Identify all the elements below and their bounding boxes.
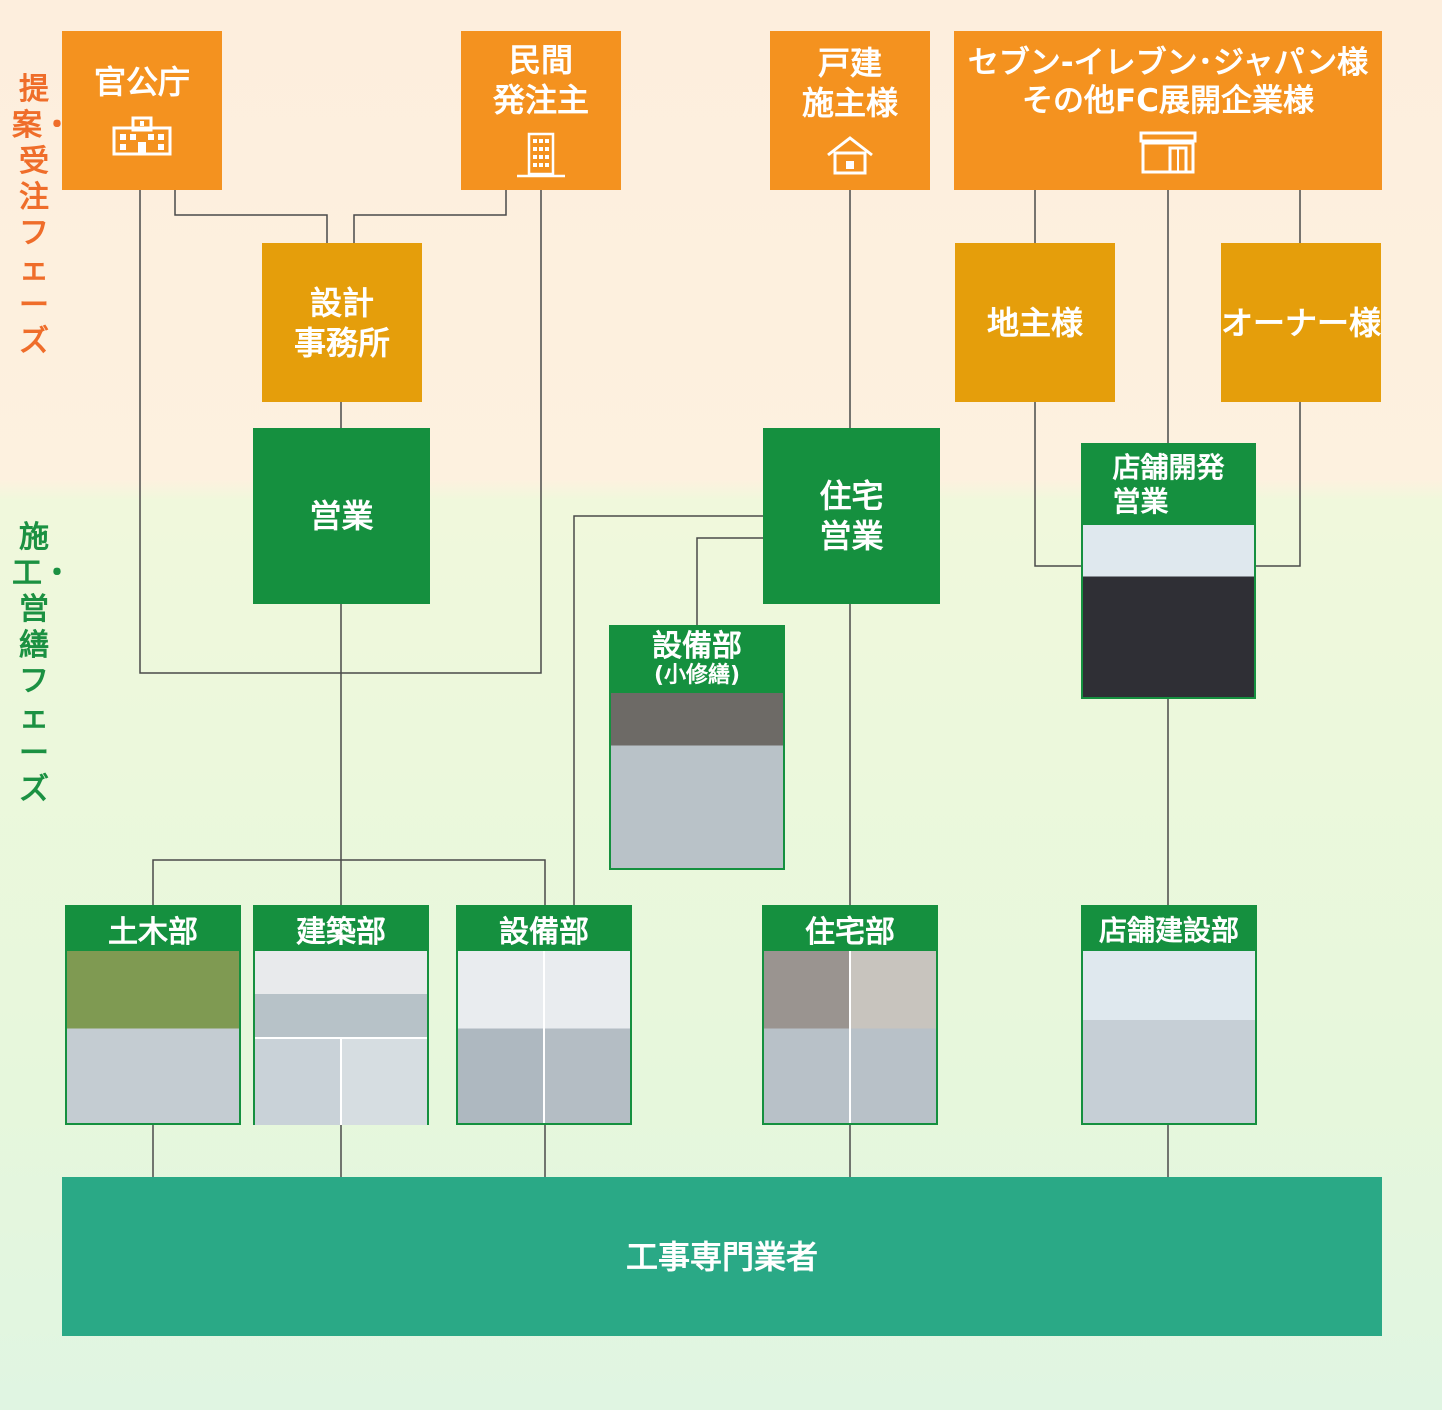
sales: 営業 (253, 428, 430, 604)
client-private: 民間 発注主 (461, 31, 621, 190)
contractors-label: 工事専門業者 (625, 1237, 818, 1276)
architecture-dept-photo-2 (255, 1039, 340, 1125)
civil-dept: 土木部 (65, 905, 241, 1125)
phase-label-construction: 施工・営繕フェーズ (12, 520, 72, 807)
tower-icon (515, 132, 567, 182)
client-government: 官公庁 (62, 31, 222, 190)
architecture-dept-photos (255, 951, 427, 1125)
client-house-owner: 戸建 施主様 (770, 31, 930, 190)
client-seven-eleven-label: セブン-イレブン･ジャパン様 その他FC展開企業様 (967, 44, 1369, 119)
client-private-label: 民間 発注主 (492, 40, 589, 119)
equipment-dept: 設備部 (456, 905, 632, 1125)
store-dev-sales-photo (1083, 525, 1254, 697)
contractors: 工事専門業者 (62, 1177, 1382, 1336)
client-seven-eleven: セブン-イレブン･ジャパン様 その他FC展開企業様 (954, 31, 1382, 190)
landowner: 地主様 (955, 243, 1115, 402)
equipment-small-dept-label: 設備部 (652, 629, 742, 664)
architecture-dept-photo-1 (255, 951, 427, 1037)
owner-label: オーナー様 (1221, 303, 1382, 342)
housing-sales-label: 住宅 営業 (819, 477, 884, 555)
client-government-label: 官公庁 (93, 62, 190, 101)
equipment-dept-label: 設備部 (499, 915, 589, 950)
housing-sales: 住宅 営業 (763, 428, 940, 604)
equipment-small-dept-header: 設備部 (小修繕) (611, 627, 783, 693)
equipment-small-dept-photo (611, 693, 783, 868)
architecture-dept: 建築部 (253, 905, 429, 1125)
civil-dept-photo (67, 951, 239, 1123)
store-dev-sales-label: 店舗開発 営業 (1112, 451, 1225, 518)
sales-label: 営業 (309, 497, 374, 535)
housing-dept: 住宅部 (762, 905, 938, 1125)
store-construction-dept-photo (1083, 951, 1255, 1123)
equipment-dept-photo-2 (545, 951, 630, 1123)
housing-dept-photo-2 (851, 951, 936, 1123)
design-office: 設計 事務所 (262, 243, 422, 402)
equipment-small-dept-sub: (小修繕) (653, 663, 741, 688)
house-icon (825, 135, 875, 179)
store-icon (1138, 130, 1198, 178)
equipment-dept-photo-1 (458, 951, 543, 1123)
housing-dept-label: 住宅部 (805, 915, 895, 950)
store-construction-dept-label: 店舗建設部 (1098, 914, 1239, 947)
civil-dept-label: 土木部 (108, 915, 198, 950)
owner: オーナー様 (1221, 243, 1381, 402)
design-office-label: 設計 事務所 (293, 283, 390, 362)
store-construction-dept: 店舗建設部 (1081, 905, 1257, 1125)
building-icon (111, 114, 173, 160)
architecture-dept-photo-3 (342, 1039, 427, 1125)
client-house-owner-label: 戸建 施主様 (801, 43, 898, 122)
landowner-label: 地主様 (986, 303, 1083, 342)
store-dev-sales: 店舗開発 営業 (1081, 443, 1256, 699)
housing-dept-photo-1 (764, 951, 849, 1123)
architecture-dept-label: 建築部 (296, 915, 386, 950)
equipment-small-dept: 設備部 (小修繕) (609, 625, 785, 870)
